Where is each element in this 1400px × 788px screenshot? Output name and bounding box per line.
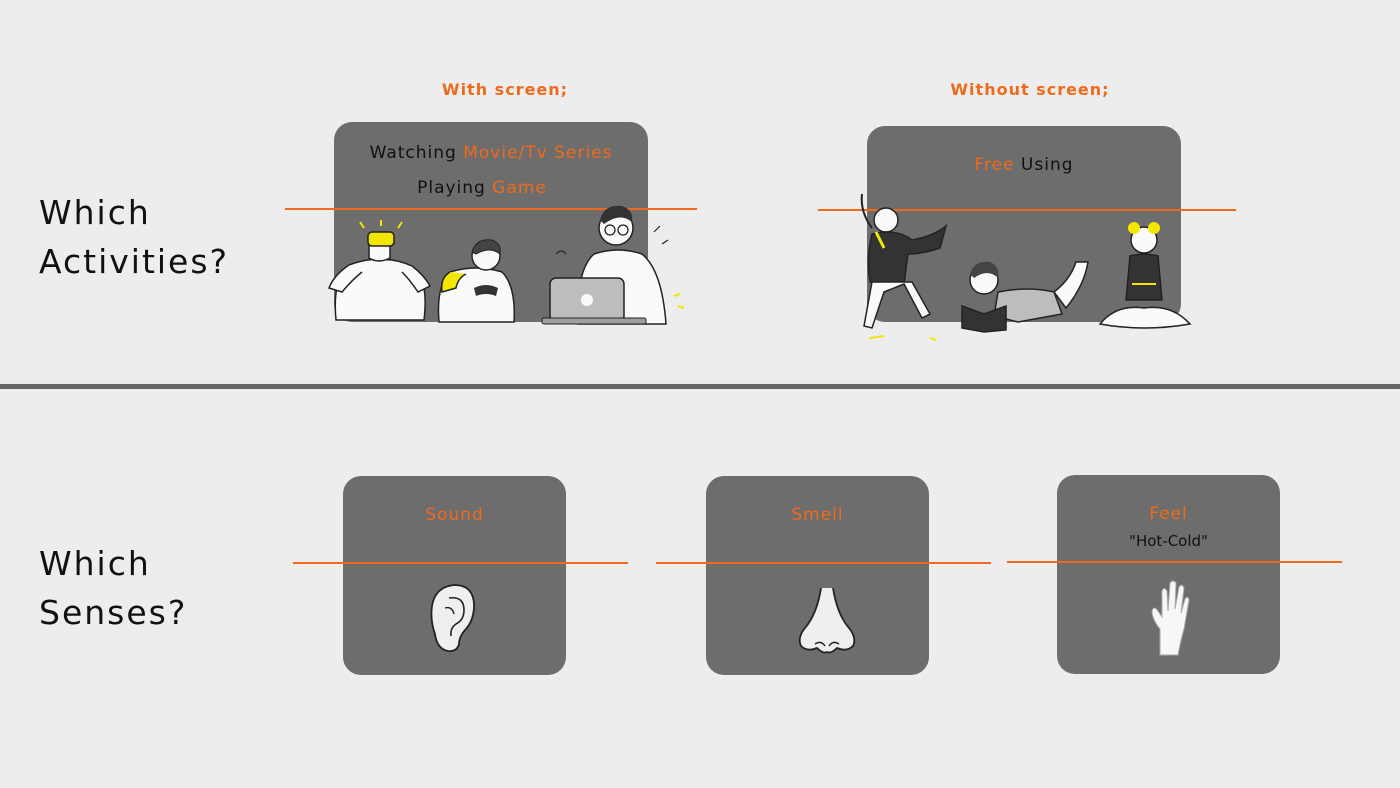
sense-card-smell-rule — [656, 562, 991, 564]
gamer-with-controller-figure — [437, 239, 515, 323]
vr-headset-icon — [367, 231, 395, 247]
ear-icon — [430, 584, 475, 653]
person-meditating-figure — [1098, 222, 1192, 329]
activities-heading-line2: Activities? — [39, 242, 230, 281]
without-screen-line-suffix: Using — [1014, 155, 1074, 175]
book-icon — [961, 304, 1007, 333]
section-divider — [0, 384, 1400, 389]
with-screen-line-2: Playing Game — [334, 178, 630, 198]
person-reading-book-figure — [961, 261, 1089, 333]
sense-card-sound-title: Sound — [425, 505, 484, 525]
activities-heading-line1: Which — [39, 193, 151, 232]
senses-heading-line2: Senses? — [39, 593, 188, 632]
without-screen-title: Without screen; — [950, 80, 1110, 99]
dancing-person-figure — [860, 193, 948, 341]
senses-heading-line1: Which — [39, 544, 151, 583]
nose-icon — [798, 587, 856, 654]
hand-icon — [1151, 580, 1190, 656]
with-screen-rule — [285, 208, 697, 210]
with-screen-line-2-highlight: Game — [492, 178, 547, 198]
without-screen-line-highlight: Free — [974, 155, 1015, 175]
vr-headset-person-figure — [328, 220, 432, 321]
game-controller-icon — [474, 285, 498, 296]
activities-heading: Which Activities? — [39, 188, 229, 286]
senses-heading: Which Senses? — [39, 539, 187, 637]
person-with-laptop-figure — [541, 205, 685, 325]
sense-card-feel-title: Feel — [1149, 504, 1188, 524]
sense-card-smell-title: Smell — [791, 505, 844, 525]
with-screen-line-2-prefix: Playing — [417, 178, 493, 198]
with-screen-line-1: Watching Movie/Tv Series — [334, 143, 648, 163]
with-screen-line-1-prefix: Watching — [369, 143, 464, 163]
sense-card-sound-rule — [293, 562, 628, 564]
with-screen-title: With screen; — [441, 80, 569, 99]
sense-card-feel-rule — [1007, 561, 1342, 563]
with-screen-line-1-highlight: Movie/Tv Series — [463, 143, 613, 163]
without-screen-rule — [818, 209, 1236, 211]
sense-card-feel-subtitle: "Hot-Cold" — [1129, 532, 1208, 550]
without-screen-line: Free Using — [867, 155, 1181, 175]
